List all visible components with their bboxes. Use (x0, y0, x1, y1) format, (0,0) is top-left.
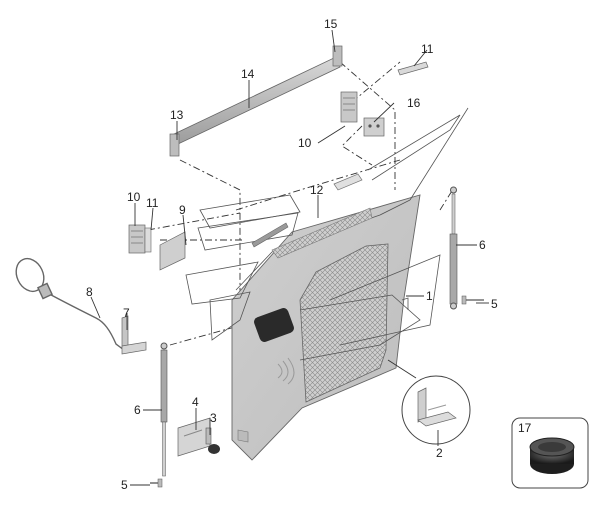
callout-12: 12 (310, 183, 324, 197)
door-panel (231, 194, 421, 461)
callout-labels: 1 2 3 4 5 5 6 6 7 8 9 10 10 11 11 12 13 … (86, 17, 532, 492)
vent-grille (277, 357, 295, 385)
bracket-13 (169, 133, 180, 157)
callout-6-right: 6 (479, 238, 486, 252)
callout-8: 8 (86, 285, 93, 299)
callout-16: 16 (407, 96, 421, 110)
callout-5-left: 5 (121, 478, 128, 492)
bolt-5-right (461, 295, 484, 305)
callout-9: 9 (179, 203, 186, 217)
callout-3: 3 (210, 411, 217, 425)
pin-12 (333, 173, 363, 191)
leader-lines (90, 29, 489, 486)
callout-13: 13 (170, 108, 184, 122)
bolt-5-left (150, 478, 163, 488)
callout-15: 15 (324, 17, 338, 31)
cable-8 (15, 257, 125, 351)
callout-11-top: 11 (421, 42, 434, 56)
window-mesh (299, 243, 389, 403)
callout-2: 2 (436, 446, 443, 460)
frame-outlines (185, 107, 469, 361)
callout-10-top: 10 (298, 136, 312, 150)
latch-plate-4 (177, 417, 211, 457)
callout-6-left: 6 (134, 403, 141, 417)
callout-7: 7 (123, 306, 130, 320)
pin-11-top (397, 61, 429, 76)
detail-view-2 (387, 359, 471, 445)
callout-14: 14 (241, 67, 255, 81)
hinge-top (340, 91, 385, 137)
hinge-left (128, 224, 186, 271)
rod-9 (251, 222, 289, 248)
callout-10-left: 10 (127, 190, 141, 204)
bracket-7 (121, 315, 147, 355)
top-bar (169, 45, 343, 157)
inset-part-17 (511, 417, 589, 489)
knob-3 (205, 427, 220, 454)
door-handle-pad (254, 308, 294, 342)
gas-strut-right (449, 186, 458, 310)
callout-4: 4 (192, 395, 199, 409)
callout-11-left: 11 (146, 196, 159, 210)
hinge-plate-16 (363, 117, 385, 137)
callout-5-right: 5 (491, 297, 498, 311)
callout-1: 1 (426, 289, 433, 303)
gas-strut-left (160, 342, 168, 477)
callout-17: 17 (518, 421, 532, 435)
assembly-guide-lines (147, 61, 456, 346)
bracket-15 (332, 45, 343, 67)
